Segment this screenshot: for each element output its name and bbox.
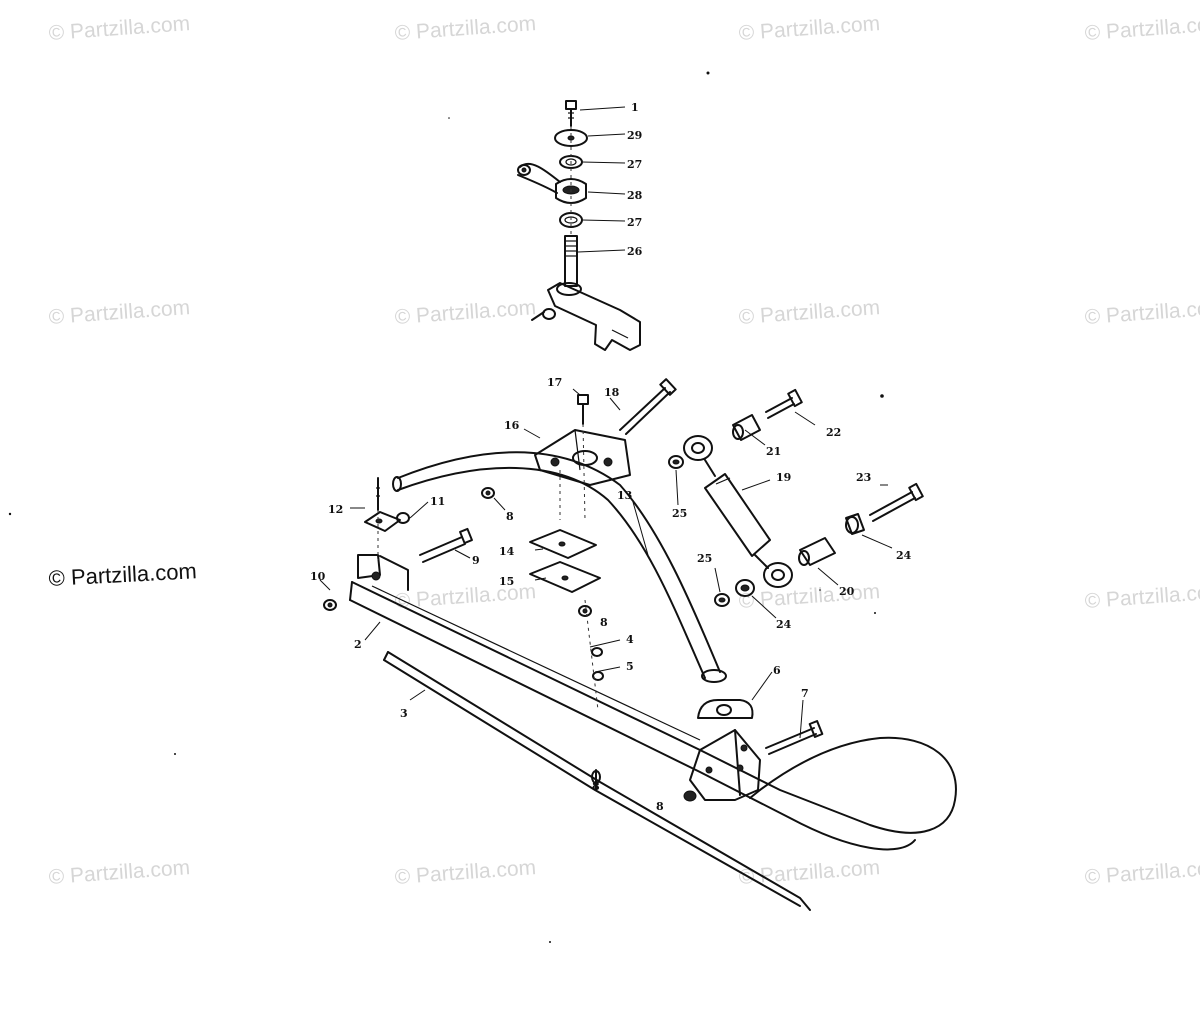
callout-28: 28	[627, 189, 643, 202]
bolt-part-22	[765, 388, 803, 419]
callout-19: 19	[776, 471, 791, 484]
clip-part-11	[364, 511, 410, 532]
callout-5: 5	[626, 660, 634, 673]
callout-24-upper: 24	[896, 549, 912, 562]
washer-part-29	[554, 129, 588, 147]
bolt-part-18	[619, 378, 677, 435]
callout-8-top: 8	[506, 510, 514, 523]
wear-bar-part-3	[383, 651, 811, 911]
callout-25-lower: 25	[697, 552, 712, 565]
callout-24-lower: 24	[776, 618, 792, 631]
callout-4: 4	[626, 633, 634, 646]
callout-12: 12	[328, 503, 343, 516]
screw-part-12	[376, 477, 380, 511]
callout-29: 29	[627, 129, 642, 142]
nut-part-8-a	[481, 487, 495, 499]
ski-part-2	[349, 581, 957, 851]
saddle-part-16	[534, 429, 631, 486]
leaf-spring-part-13	[392, 451, 727, 683]
callout-14: 14	[499, 545, 515, 558]
bushing-part-24-lower	[735, 579, 755, 597]
nut-part-10	[323, 599, 337, 611]
nut-part-8-d	[683, 790, 697, 802]
callout-21: 21	[766, 445, 781, 458]
callout-22: 22	[826, 426, 841, 439]
front-bracket	[689, 729, 761, 801]
assembly-lines	[377, 126, 599, 711]
steering-arm-part-28	[517, 162, 587, 204]
nut-part-25-lower	[714, 593, 730, 607]
washer-part-5	[592, 671, 604, 681]
callout-13: 13	[617, 489, 632, 502]
callout-labels: 1 29 27 28 27 26 17 18 16 21 22 23 19 25…	[310, 101, 912, 813]
callout-25-upper: 25	[672, 507, 687, 520]
callout-27-upper: 27	[627, 158, 642, 171]
callout-16: 16	[504, 419, 520, 432]
callout-20: 20	[839, 585, 855, 598]
nut-part-8-c	[591, 770, 601, 784]
leader-lines	[319, 106, 893, 739]
callout-27-lower: 27	[627, 216, 642, 229]
sleeve-part-21	[732, 414, 761, 441]
shim-part-14	[529, 529, 597, 559]
callout-7: 7	[801, 687, 809, 700]
bolt-part-9	[419, 527, 473, 563]
shim-part-15	[529, 561, 601, 593]
callout-2: 2	[354, 638, 362, 651]
spindle-part-26	[531, 235, 641, 351]
rear-bracket	[357, 554, 409, 591]
callout-6: 6	[773, 664, 781, 677]
callout-8-mid: 8	[600, 616, 608, 629]
bolt-part-23	[869, 482, 924, 522]
shock-absorber-part-19	[683, 435, 793, 588]
callout-17: 17	[547, 376, 562, 389]
nut-part-25-upper	[668, 455, 684, 469]
spindle-assembly	[517, 100, 641, 351]
callout-8-front: 8	[656, 800, 664, 813]
nut-part-8-b	[578, 605, 592, 617]
callout-9: 9	[472, 554, 480, 567]
bolt-part-1	[565, 100, 577, 127]
callout-8-bar: 8	[592, 780, 600, 793]
callout-26: 26	[627, 245, 643, 258]
sleeve-part-20	[798, 537, 836, 566]
ski-body	[349, 451, 957, 911]
bolt-part-7	[765, 720, 824, 755]
bolt-part-17	[577, 394, 589, 425]
bushing-part-24-upper	[845, 513, 865, 535]
callout-15: 15	[499, 575, 514, 588]
callout-18: 18	[604, 386, 620, 399]
callout-1: 1	[631, 101, 639, 114]
nut-part-4	[591, 647, 603, 657]
callout-10: 10	[310, 570, 326, 583]
callout-3: 3	[400, 707, 408, 720]
callout-11: 11	[430, 495, 445, 508]
callout-23: 23	[856, 471, 871, 484]
spring-seat-part-6	[697, 699, 754, 719]
scan-specks	[8, 71, 884, 943]
